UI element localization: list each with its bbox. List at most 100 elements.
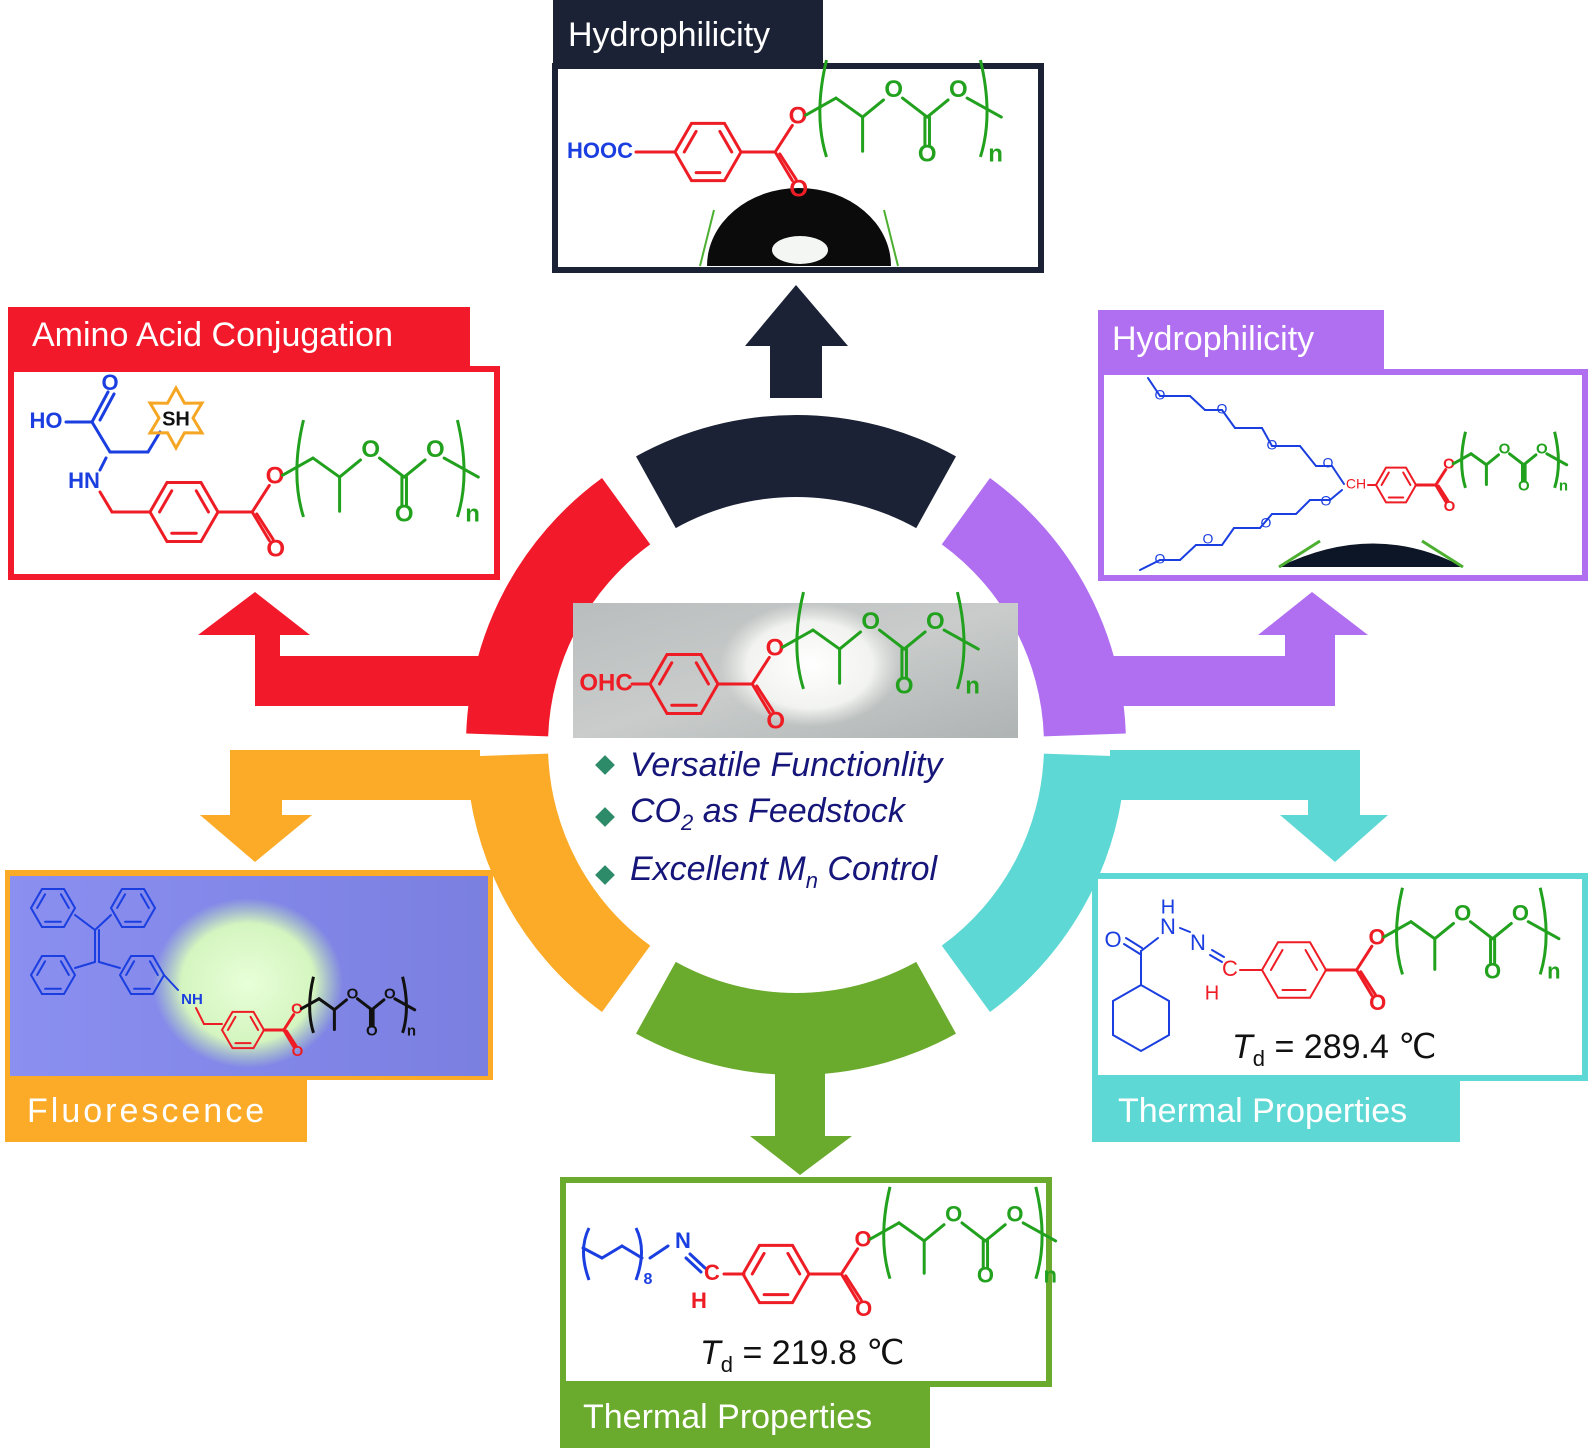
svg-text:H: H [1161, 896, 1175, 918]
svg-text:O: O [1512, 901, 1529, 926]
panel-bottom-tab [560, 1386, 930, 1448]
panel-top-label: Hydrophilicity [568, 16, 771, 54]
td-value-bottom-right: Td = 289.4 ℃ [1232, 1027, 1437, 1072]
svg-text:n: n [988, 140, 1003, 167]
svg-text:O: O [1203, 531, 1214, 547]
svg-text:n: n [465, 500, 480, 527]
diamond-bullet-icon [595, 755, 615, 775]
panel-bottom-right-tab [1092, 1080, 1460, 1142]
arc-bottom-right [941, 753, 1126, 1012]
svg-text:N: N [1190, 930, 1206, 955]
arrow-top-dark [636, 285, 956, 529]
panel-bottom-left-label: Fluorescence [27, 1092, 268, 1130]
svg-text:n: n [407, 1023, 416, 1040]
svg-text:O: O [266, 462, 285, 489]
arrow-bottom-green [636, 961, 956, 1175]
panel-top-right-label: Hydrophilicity [1112, 320, 1315, 358]
svg-text:HO: HO [30, 408, 63, 433]
svg-text:O: O [366, 1023, 378, 1040]
panel-top-left-tab [8, 307, 470, 367]
svg-text:O: O [1368, 925, 1385, 950]
arrow-top-left-red [198, 478, 651, 737]
td-symbol: T [1232, 1028, 1253, 1066]
svg-text:HN: HN [68, 468, 100, 493]
svg-text:O: O [292, 1043, 304, 1060]
panel-top-tab [553, 0, 823, 64]
svg-text:O: O [395, 500, 414, 527]
svg-text:N: N [675, 1228, 691, 1253]
svg-text:O: O [1499, 440, 1511, 457]
arc-top-left [466, 478, 651, 737]
svg-text:O: O [1518, 478, 1530, 495]
water-droplet-top [699, 188, 899, 267]
arrow-top-right-purple [941, 478, 1368, 737]
svg-text:O: O [789, 102, 808, 129]
arrow-head-bottom-right [1110, 750, 1388, 862]
panel-bottom-left-tab [5, 1080, 307, 1142]
svg-text:O: O [1155, 387, 1166, 403]
svg-text:O: O [266, 535, 285, 562]
svg-text:H: H [691, 1288, 707, 1313]
svg-text:O: O [854, 1227, 871, 1252]
arrow-bottom-right-teal [941, 750, 1388, 1012]
bullet-text-post: Control [817, 849, 938, 888]
bullet-item: Excellent Mn Control [592, 846, 942, 904]
bullet-subscript: n [805, 867, 818, 893]
diamond-bullet-icon [595, 864, 615, 885]
svg-text:O: O [1261, 515, 1272, 531]
svg-text:OHC: OHC [579, 669, 632, 696]
arrow-head-top-left [198, 592, 480, 706]
svg-text:O: O [347, 985, 359, 1002]
arrow-bottom-left-orange [200, 750, 651, 1012]
panel-bottom-label: Thermal Properties [583, 1398, 873, 1436]
svg-text:O: O [949, 76, 968, 103]
molecule-layer: OHCOOOOOnHOOCOOOOOnHOOSHHNOOOOOnOOOOOOOO… [29, 59, 1569, 1321]
svg-text:O: O [918, 140, 937, 167]
td-number: = 289.4 ℃ [1265, 1028, 1437, 1066]
svg-text:O: O [1217, 401, 1228, 417]
panel-bottom-right-frame [1092, 873, 1588, 1081]
arc-top [636, 415, 956, 529]
td-subscript: d [720, 1351, 734, 1377]
svg-text:O: O [1444, 498, 1456, 515]
highlight-star-icon [147, 384, 205, 452]
td-value-bottom: Td = 219.8 ℃ [700, 1333, 905, 1378]
panel-top-right-tab [1098, 310, 1384, 370]
svg-text:O: O [1369, 990, 1386, 1015]
bullet-text-pre: Excellent M [630, 849, 806, 888]
bullet-text: Versatile Functionlity [630, 746, 943, 784]
svg-text:n: n [1547, 959, 1560, 984]
td-symbol: T [700, 1334, 721, 1372]
bullet-text: Excellent Mn Control [630, 846, 937, 904]
arc-bottom-left [466, 753, 651, 1012]
svg-text:O: O [1454, 901, 1471, 926]
svg-text:O: O [1484, 959, 1501, 984]
td-number: = 219.8 ℃ [733, 1334, 905, 1372]
svg-text:N: N [1160, 914, 1176, 939]
svg-text:NH: NH [181, 991, 203, 1008]
svg-text:O: O [945, 1201, 962, 1226]
arc-bottom [636, 961, 956, 1075]
svg-text:O: O [361, 436, 380, 463]
svg-text:n: n [1559, 478, 1568, 495]
arrow-head-top-right [1110, 592, 1368, 706]
bullet-text-pre: CO [630, 792, 681, 830]
td-subscript: d [1252, 1045, 1266, 1071]
svg-text:O: O [855, 1296, 872, 1321]
svg-text:O: O [977, 1263, 994, 1288]
svg-text:O: O [789, 175, 808, 202]
svg-text:8: 8 [644, 1271, 653, 1288]
svg-text:C: C [704, 1260, 720, 1285]
panel-bottom-right-label: Thermal Properties [1118, 1092, 1408, 1130]
svg-text:n: n [965, 672, 980, 699]
panel-top-left-label: Amino Acid Conjugation [32, 316, 394, 354]
svg-text:SH: SH [162, 408, 190, 430]
svg-text:O: O [1323, 455, 1334, 471]
svg-text:O: O [1006, 1201, 1023, 1226]
svg-text:O: O [895, 672, 914, 699]
svg-text:O: O [1443, 456, 1455, 473]
